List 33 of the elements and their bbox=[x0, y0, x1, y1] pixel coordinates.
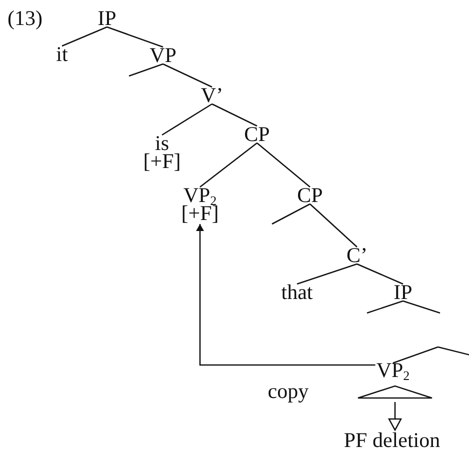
category-label: CP bbox=[244, 125, 270, 143]
tree-branch bbox=[212, 103, 258, 127]
word-label: that bbox=[281, 283, 313, 301]
category-label: VP bbox=[150, 46, 176, 64]
feature-label: [+F] bbox=[181, 204, 219, 222]
category-label: IP bbox=[394, 283, 412, 301]
tree-branch bbox=[162, 103, 212, 136]
tree-branch bbox=[272, 203, 310, 225]
tree-branch bbox=[296, 263, 358, 285]
category-label: VP$_{2}$ bbox=[183, 186, 217, 204]
tree-branch bbox=[256, 142, 310, 188]
example-number: (13) bbox=[8, 8, 42, 28]
tree-branch bbox=[366, 300, 404, 314]
category-label: CP bbox=[297, 186, 323, 204]
word-label: it bbox=[56, 45, 68, 63]
category-label: C’ bbox=[346, 246, 368, 264]
feature-label: [+F] bbox=[143, 152, 181, 170]
category-label: VP$_{2}$ bbox=[376, 361, 410, 379]
hollow-arrow bbox=[388, 402, 402, 431]
tree-branch bbox=[162, 63, 212, 88]
tree-branch bbox=[128, 63, 164, 77]
word-label: is bbox=[155, 134, 169, 152]
category-label: IP bbox=[98, 9, 116, 27]
tree-branch bbox=[392, 346, 438, 364]
tree-branch bbox=[106, 26, 164, 48]
arrow bbox=[196, 224, 376, 366]
category-label: V’ bbox=[200, 86, 224, 104]
process-label: PF deletion bbox=[344, 431, 440, 449]
tree-branch bbox=[62, 26, 108, 47]
tree-branch bbox=[402, 300, 440, 314]
tree-branch bbox=[310, 204, 358, 248]
tree-branch bbox=[356, 263, 404, 285]
tree-branch bbox=[200, 142, 258, 188]
